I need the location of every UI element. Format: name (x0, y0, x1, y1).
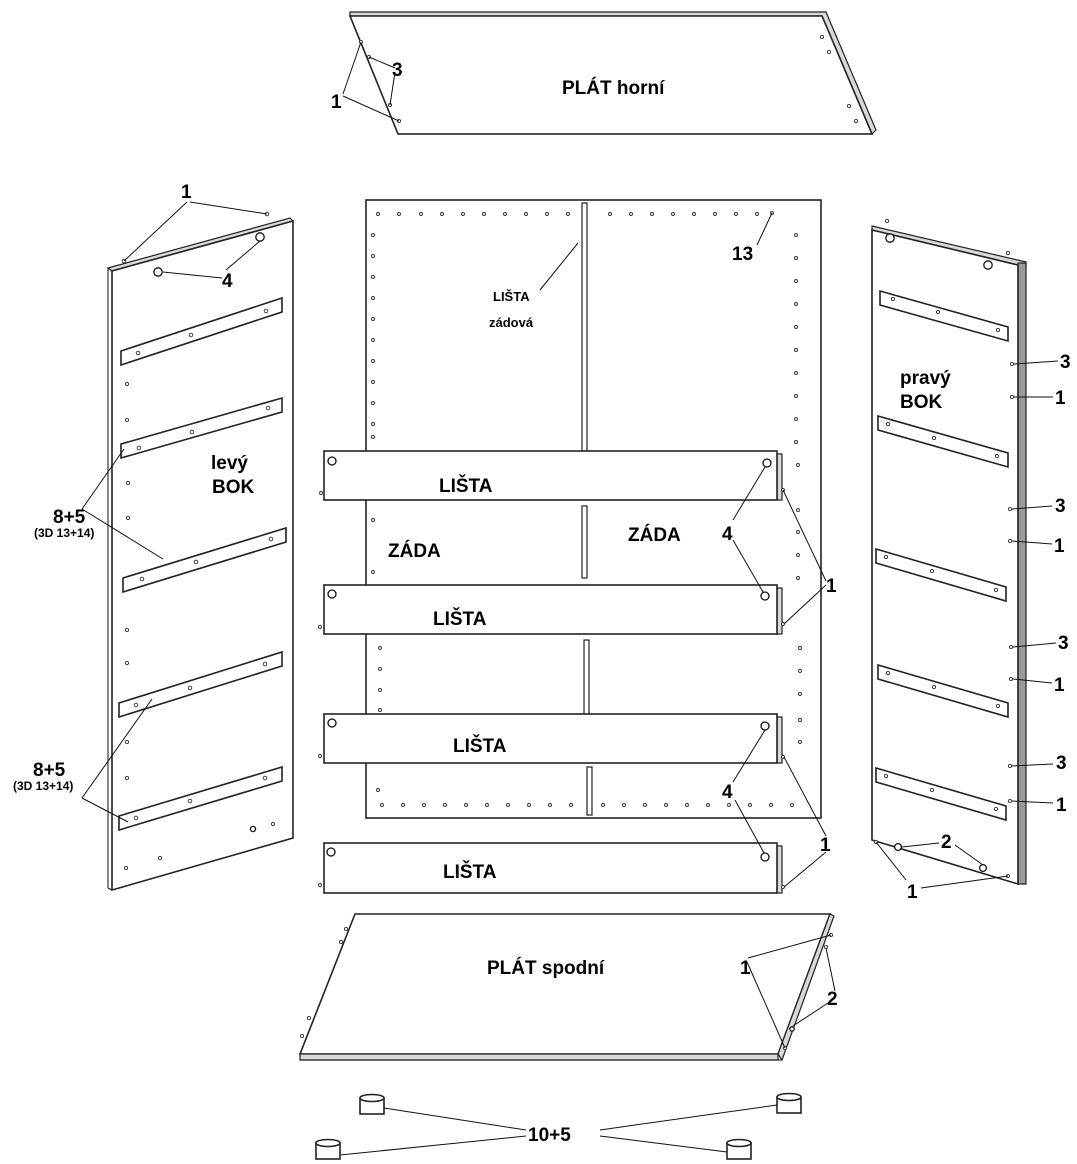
right-side-panel: 3 1 3 1 3 1 3 1 2 1 pravý BOK (871, 218, 1071, 903)
foot-icon (315, 1138, 341, 1160)
callout-2: 2 (827, 989, 838, 1010)
callout-3: 3 (1060, 352, 1071, 373)
callout-1: 1 (331, 92, 342, 113)
right-side-holes (873, 218, 1015, 879)
callout-3: 3 (1055, 496, 1066, 517)
callout-8-5: 8+5 (53, 507, 86, 528)
foot-icon (776, 1092, 802, 1114)
rail-1: LIŠTA (319, 450, 785, 501)
back-panel-label-left: ZÁDA (388, 540, 441, 562)
rail-4: LIŠTA (318, 842, 785, 894)
bottom-plate-label: PLÁT spodní (487, 957, 605, 979)
left-side-rails (118, 296, 287, 832)
rail-3: LIŠTA (318, 713, 785, 764)
callout-3: 3 (1058, 633, 1069, 654)
bottom-plate-holes (299, 926, 834, 1051)
back-panel-top-holes (376, 211, 774, 216)
right-side-label-2: BOK (900, 392, 943, 413)
left-side-panel: 1 4 levý BOK 8+5 (3D 13+14) 8+5 (3D 13+1… (13, 182, 295, 892)
callout-8-5: 8+5 (33, 760, 66, 781)
left-side-label-1: levý (211, 453, 248, 474)
feet: 10+5 (315, 1092, 802, 1160)
callout-1: 1 (1055, 388, 1066, 409)
back-panel-label-right: ZÁDA (628, 524, 681, 546)
callout-1: 1 (1054, 536, 1065, 557)
bottom-plate: 1 2 PLÁT spodní (298, 913, 838, 1062)
right-side-label-1: pravý (900, 368, 951, 389)
top-plate-label: PLÁT horní (562, 77, 665, 99)
callout-13: 13 (732, 244, 753, 265)
back-panel-side-holes (371, 233, 802, 792)
back-rail-label-1: LIŠTA (493, 289, 530, 304)
callout-4: 4 (222, 271, 233, 292)
callout-3: 3 (1056, 753, 1067, 774)
rail-label: LIŠTA (453, 735, 507, 757)
left-side-holes (121, 211, 276, 871)
foot-icon (359, 1093, 385, 1115)
rail-label: LIŠTA (439, 475, 493, 497)
callout-3d: (3D 13+14) (13, 779, 73, 793)
rail-label: LIŠTA (433, 608, 487, 630)
callout-1: 1 (740, 958, 751, 979)
callout-1: 1 (1054, 675, 1065, 696)
callout-1: 1 (1056, 795, 1067, 816)
callout-1: 1 (907, 882, 918, 903)
callout-2: 2 (941, 832, 952, 853)
callout-3d: (3D 13+14) (34, 526, 94, 540)
left-side-label-2: BOK (212, 477, 255, 498)
callout-1: 1 (820, 835, 831, 856)
rail-2: LIŠTA (318, 584, 785, 635)
rail-label: LIŠTA (443, 861, 497, 883)
callout-3: 3 (392, 60, 403, 81)
back-rail-label-2: zádová (489, 315, 534, 330)
callout-1: 1 (181, 182, 192, 203)
callout-4: 4 (722, 782, 733, 803)
callout-4: 4 (722, 524, 733, 545)
callout-10-5: 10+5 (528, 1125, 571, 1146)
right-side-rails (875, 289, 1009, 822)
back-panel-bottom-holes (380, 803, 794, 807)
top-plate: 3 1 PLÁT horní (331, 11, 877, 136)
callout-1: 1 (826, 576, 837, 597)
foot-icon (726, 1138, 752, 1160)
